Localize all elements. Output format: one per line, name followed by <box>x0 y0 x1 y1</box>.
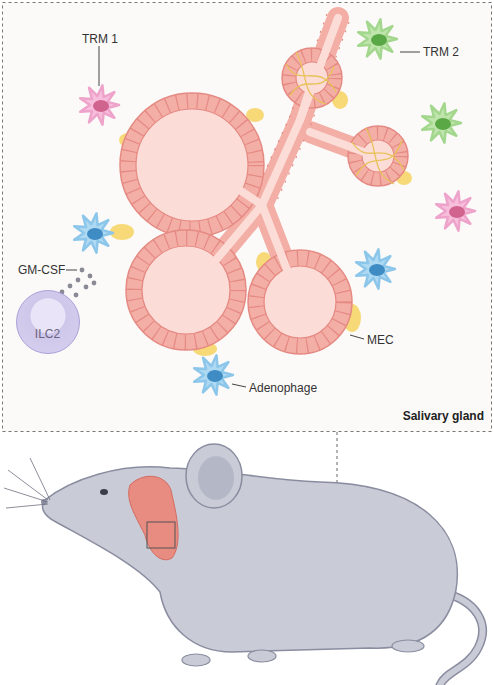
mouse <box>4 444 482 685</box>
panel-title: Salivary gland <box>403 409 484 423</box>
leader-lines <box>66 46 420 387</box>
duct-lumen <box>195 18 372 298</box>
duct-outline <box>252 14 349 205</box>
cell-label: TRM 2 <box>423 45 459 59</box>
cell-label: Adenophage <box>249 381 317 395</box>
adenophage-cells <box>74 213 395 394</box>
ilc2-cell: ILC2 <box>16 290 80 354</box>
trm1-cells <box>80 85 475 230</box>
fibres <box>286 52 404 184</box>
cell-label: MEC <box>367 333 394 347</box>
cell-label: TRM 1 <box>82 32 118 46</box>
panel-ground <box>2 2 492 432</box>
trm2-cells <box>358 19 461 142</box>
cell-name: ILC2 <box>35 327 60 341</box>
mec-blobs <box>110 91 412 356</box>
panel-border <box>3 3 492 432</box>
panel-box: Salivary gland ILC2 <box>2 2 492 432</box>
cytokine-label: GM-CSF <box>18 263 65 277</box>
